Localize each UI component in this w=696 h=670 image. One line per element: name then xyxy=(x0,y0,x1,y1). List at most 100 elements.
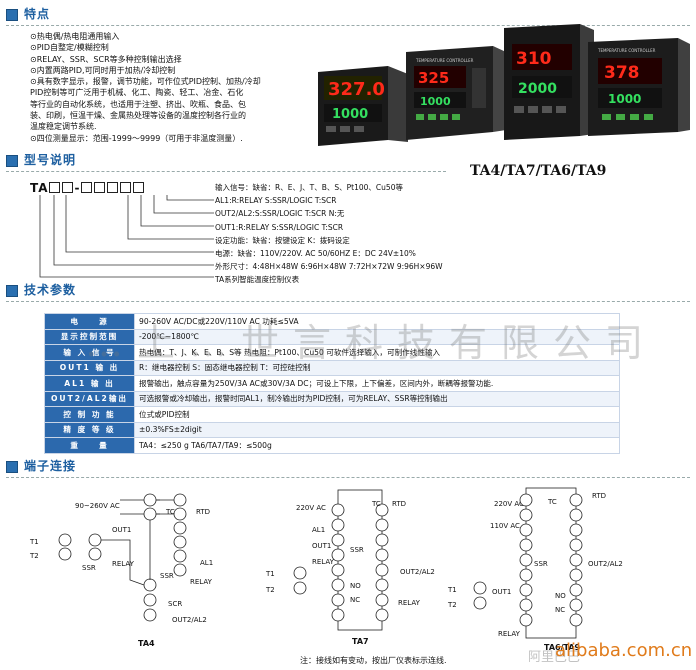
power-label: 220V AC xyxy=(296,504,326,512)
wiring-label: NO xyxy=(350,582,361,590)
wiring-label: RTD xyxy=(392,500,406,508)
section-square-icon xyxy=(6,9,18,21)
model-section-header: 型号说明 xyxy=(6,152,446,172)
wiring-caption: TA6/TA9 xyxy=(544,643,581,652)
wiring-label: TC xyxy=(547,498,557,506)
model-line: 外形尺寸：4:48H×48W 6:96H×48W 7:72H×72W 9:96H… xyxy=(215,262,443,272)
display-bottom: 1000 xyxy=(608,92,641,106)
wiring-label: T1 xyxy=(265,570,275,578)
watermark: …上…世言科技有限公司 xyxy=(85,321,658,365)
feature-item: ⊙PID自整定/模糊控制 xyxy=(30,43,109,53)
table-row: AL1 输 出报警输出，触点容量为250V/3A AC或30V/3A DC；可设… xyxy=(44,375,620,392)
feature-item: 温度稳定调节系统. xyxy=(30,122,97,132)
wiring-label: T1 xyxy=(447,586,457,594)
wiring-label: RELAY xyxy=(398,599,421,607)
code-box xyxy=(80,182,92,193)
wiring-label: T2 xyxy=(447,601,457,609)
power-label: 220V AC xyxy=(494,500,524,508)
param-key: 显示控制范围 xyxy=(44,328,135,345)
wiring-label: RELAY xyxy=(112,560,135,568)
features-section-header: 特点 xyxy=(6,6,690,26)
wiring-label: SSR xyxy=(350,546,364,554)
display-bottom: 2000 xyxy=(518,81,557,97)
model-code-pattern: TA- xyxy=(30,181,146,195)
wiring-label: OUT2/AL2 xyxy=(588,560,623,568)
controller-ta6-image: 310 2000 xyxy=(504,24,594,140)
model-line: OUT1:R:RELAY S:SSR/LOGIC T:SCR xyxy=(215,222,344,232)
controller-ta4-image: 327.0 1000 xyxy=(318,66,408,146)
param-key: 精 度 等 级 xyxy=(44,421,135,438)
param-key: OUT1 输 出 xyxy=(44,359,135,376)
model-descriptions: 输入信号：缺省：R、E、J、T、B、S、Pt100、Cu50等 AL1:R:RE… xyxy=(215,181,443,287)
section-square-icon xyxy=(6,285,18,297)
model-prefix: TA xyxy=(30,181,49,195)
code-box xyxy=(119,182,131,193)
display-top: 310 xyxy=(516,49,552,69)
wiring-caption: TA4 xyxy=(138,639,155,648)
wiring-caption: TA7 xyxy=(352,637,369,646)
wiring-label: AL1 xyxy=(200,559,213,567)
wiring-label: T2 xyxy=(29,552,39,560)
model-series-title: TA4/TA7/TA6/TA9 xyxy=(470,163,607,179)
param-value: 可选报警或冷却输出，报警时同AL1，制冷输出时为PID控制，可为RELAY、SS… xyxy=(134,390,620,407)
code-box xyxy=(132,182,144,193)
features-title: 特点 xyxy=(24,7,51,21)
model-leader-lines xyxy=(39,195,214,278)
site-prefix: 阿里巴巴 xyxy=(528,650,581,665)
feature-item: 装、印刷，恒温干燥、金属热处理等设备的温度控制各行业的 xyxy=(30,111,246,121)
feature-item: 等行业的自动化系统，也适用于注塑、挤出、吹瓶、食品、包 xyxy=(30,99,246,109)
param-value: TA4：≤250 g TA6/TA7/TA9：≤500g xyxy=(134,437,620,454)
model-line: 电源：缺省：110V/220V. AC 50/60HZ E：DC 24V±10% xyxy=(215,249,416,259)
model-title-label: 型号说明 xyxy=(24,153,77,167)
section-square-icon xyxy=(6,155,18,167)
param-key: OUT2/AL2输出 xyxy=(44,390,135,407)
wiring-ta6: 220V AC 110V AC OUT1 SSR OUT2/AL2 RELAY … xyxy=(447,487,623,652)
model-line: 设定功能：缺省：按键设定 K：拨码设定 xyxy=(215,235,350,245)
wiring-note: 注：接线如有变动，按出厂仪表标示连线. xyxy=(300,656,447,665)
wiring-label: T2 xyxy=(265,586,275,594)
wiring-label: NC xyxy=(555,606,565,614)
wiring-ta4: 90~260V AC OUT1 RELAY SSR AL1 RELAY SSR … xyxy=(29,493,213,648)
code-box xyxy=(93,182,105,193)
controller-ta9-image: TEMPERATURE CONTROLLER 378 1000 xyxy=(588,38,690,136)
feature-item: ⊙内置两路PID,可同时用于加热/冷却控制 xyxy=(30,65,176,75)
wiring-label: SSR xyxy=(534,560,548,568)
wiring-label: OUT1 xyxy=(492,588,511,596)
model-line: OUT2/AL2:S:SSR/LOGIC T:SCR N:无 xyxy=(215,209,345,219)
wiring-label: NO xyxy=(555,592,566,600)
wiring-label: AL1 xyxy=(312,526,325,534)
model-line: TA系列智能温度控制仪表 xyxy=(215,275,300,285)
wiring-label: OUT2/AL2 xyxy=(172,616,207,624)
feature-item: ⊙热电偶/热电阻通用输入 xyxy=(30,32,120,41)
wiring-label: TC xyxy=(165,508,175,516)
controller-photos: 327.0 1000 TEMPERATURE CONTROLLER 325 10… xyxy=(318,24,690,146)
wiring-label: RTD xyxy=(196,508,210,516)
param-value: ±0.3%FS±2digit xyxy=(134,421,620,438)
param-value: 位式或PID控制 xyxy=(134,406,620,423)
params-section-header: 技术参数 xyxy=(6,282,690,302)
param-key: 控 制 功 能 xyxy=(44,406,135,423)
feature-item: ⊙RELAY、SSR、SCR等多种控制输出选择 xyxy=(30,54,182,64)
wiring-label: OUT1 xyxy=(312,542,331,550)
site-watermark: alibaba.com.cn xyxy=(555,640,693,661)
display-top: 378 xyxy=(604,63,640,83)
section-square-icon xyxy=(6,461,18,473)
wiring-label: SSR xyxy=(82,564,96,572)
feature-item: ⊙具有数字显示，报警，调节功能，可作位式PID控制、加热/冷却 xyxy=(30,77,261,87)
model-line: 输入信号：缺省：R、E、J、T、B、S、Pt100、Cu50等 xyxy=(215,183,403,192)
wiring-label: OUT1 xyxy=(112,526,131,534)
device-brand: TEMPERATURE CONTROLLER xyxy=(415,58,474,63)
features-list: ⊙热电偶/热电阻通用输入 ⊙PID自整定/模糊控制 ⊙RELAY、SSR、SCR… xyxy=(30,31,320,144)
display-bottom: 1000 xyxy=(420,95,451,108)
table-row: 精 度 等 级±0.3%FS±2digit xyxy=(44,421,620,438)
params-title: 技术参数 xyxy=(24,283,77,297)
wiring-label: SSR xyxy=(160,572,174,580)
param-key: 输 入 信 号 xyxy=(44,344,135,361)
table-row: 控 制 功 能位式或PID控制 xyxy=(44,406,620,423)
table-row: OUT2/AL2输出可选报警或冷却输出，报警时同AL1，制冷输出时为PID控制，… xyxy=(44,390,620,407)
device-brand: TEMPERATURE CONTROLLER xyxy=(597,48,656,53)
controller-ta7-image: TEMPERATURE CONTROLLER 325 1000 xyxy=(406,46,506,140)
